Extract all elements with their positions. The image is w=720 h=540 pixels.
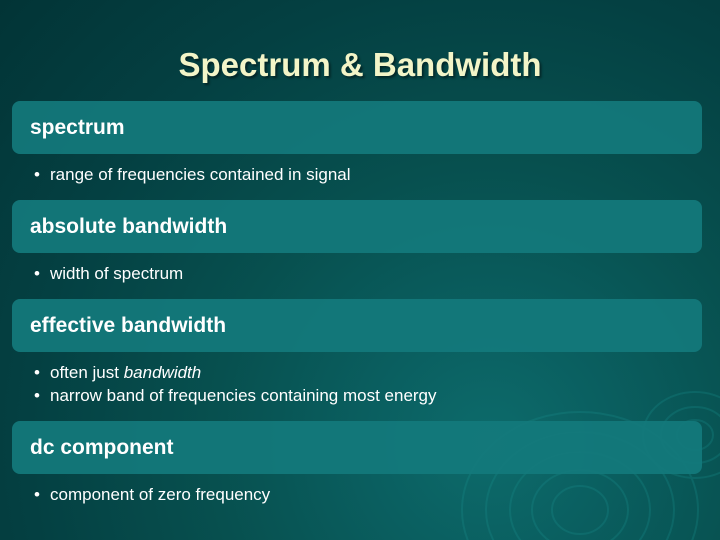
bullet-list-spectrum: range of frequencies contained in signal: [12, 154, 702, 194]
bullet-emphasis: bandwidth: [123, 363, 202, 382]
bullet-list-effective-bandwidth: often just bandwidth narrow band of freq…: [12, 352, 702, 415]
slide-content: spectrum range of frequencies contained …: [12, 101, 702, 514]
slide-title: Spectrum & Bandwidth: [178, 46, 542, 83]
section-heading-absolute-bandwidth: absolute bandwidth: [12, 200, 702, 253]
bullet-text: narrow band of frequencies containing mo…: [50, 386, 437, 405]
bullet-list-absolute-bandwidth: width of spectrum: [12, 253, 702, 293]
list-item: component of zero frequency: [34, 483, 702, 506]
list-item: often just bandwidth: [34, 361, 702, 384]
bullet-text: width of spectrum: [50, 264, 184, 283]
section-heading-effective-bandwidth: effective bandwidth: [12, 299, 702, 352]
bullet-text: component of zero frequency: [50, 485, 271, 504]
bullet-text: range of frequencies contained in signal: [50, 165, 351, 184]
bullet-text: often just: [50, 363, 124, 382]
section-heading-dc-component: dc component: [12, 421, 702, 474]
list-item: range of frequencies contained in signal: [34, 163, 702, 186]
list-item: width of spectrum: [34, 262, 702, 285]
bullet-list-dc-component: component of zero frequency: [12, 474, 702, 514]
list-item: narrow band of frequencies containing mo…: [34, 384, 702, 407]
section-heading-spectrum: spectrum: [12, 101, 702, 154]
